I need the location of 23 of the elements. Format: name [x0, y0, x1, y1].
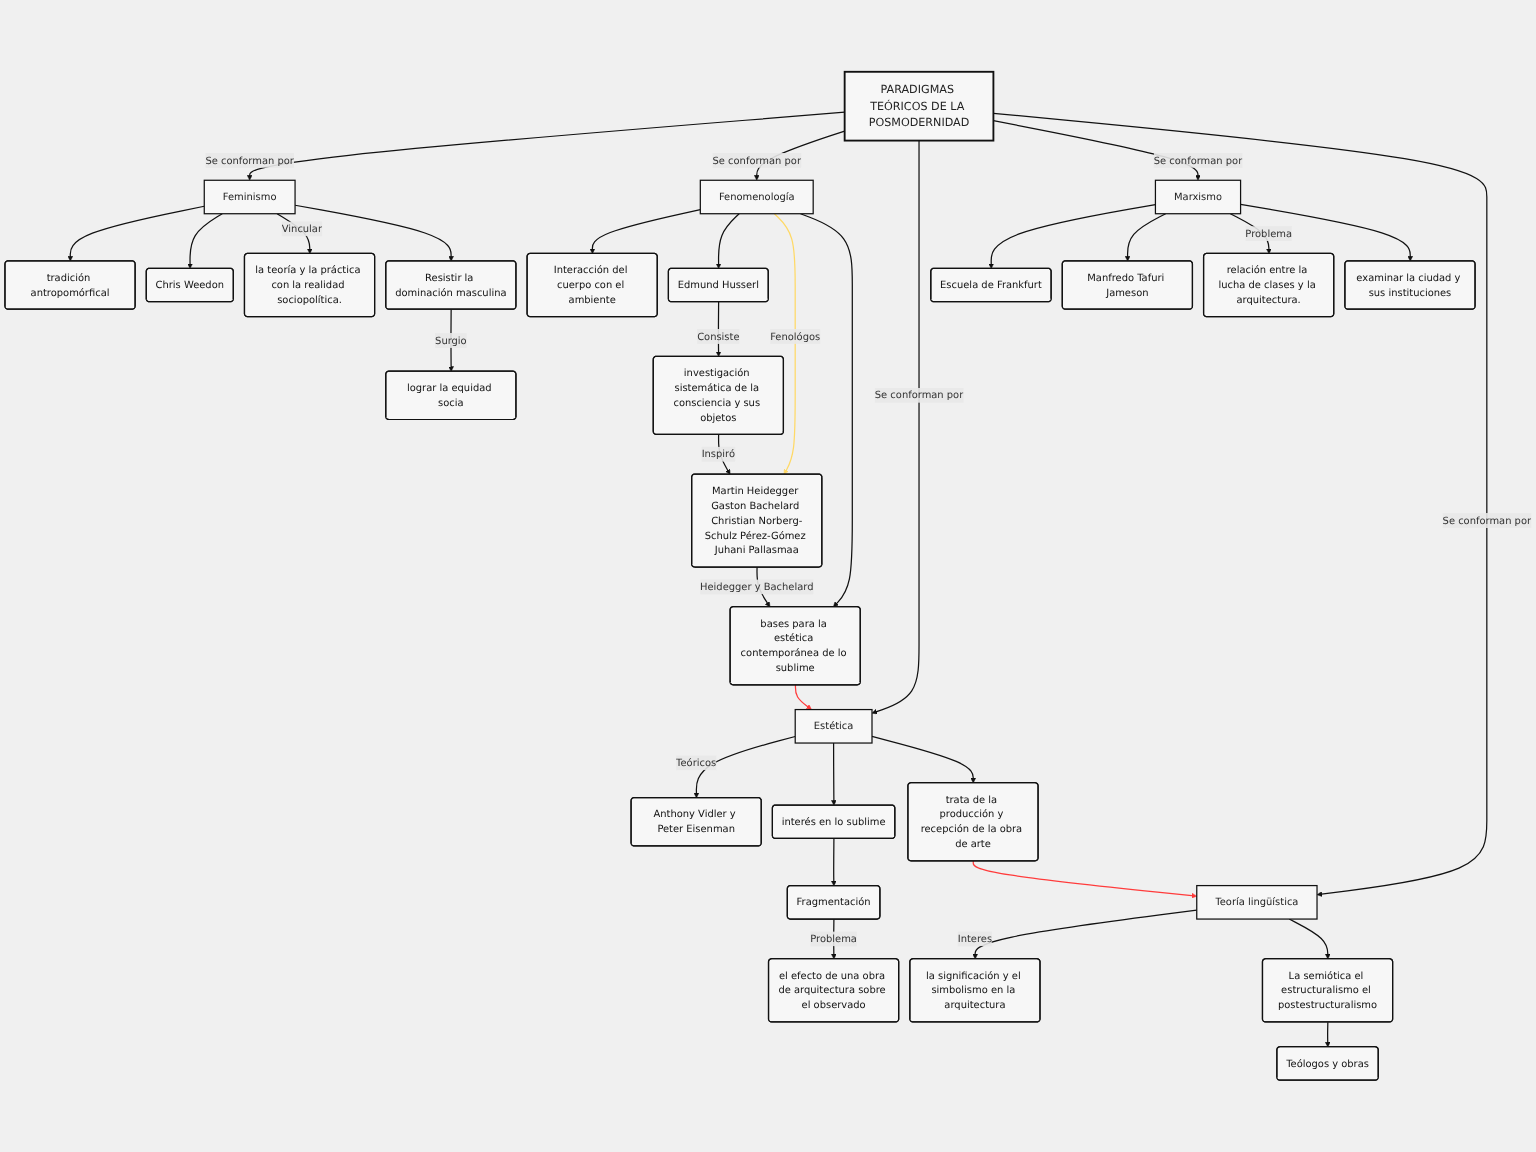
- arrow: [67, 205, 205, 262]
- arrow: [831, 742, 837, 806]
- arrow: [1239, 203, 1413, 262]
- arrow: [1124, 213, 1167, 262]
- arrow: [773, 213, 796, 475]
- arrow: [187, 213, 223, 269]
- arrow: [972, 860, 1197, 899]
- arrow: [589, 208, 701, 254]
- arrow: [294, 204, 454, 262]
- arrow: [794, 684, 812, 710]
- arrow: [276, 213, 313, 254]
- arrow: [693, 735, 796, 799]
- arrow: [799, 213, 853, 608]
- arrow: [871, 735, 976, 784]
- arrow: [988, 203, 1157, 269]
- arrow: [715, 213, 740, 269]
- arrow: [1288, 918, 1331, 960]
- arrow: [972, 909, 1198, 960]
- arrow: [871, 139, 920, 715]
- arrow: [448, 308, 454, 372]
- arrow: [1229, 213, 1272, 254]
- arrow: [831, 838, 837, 887]
- arrow: [1325, 1021, 1331, 1048]
